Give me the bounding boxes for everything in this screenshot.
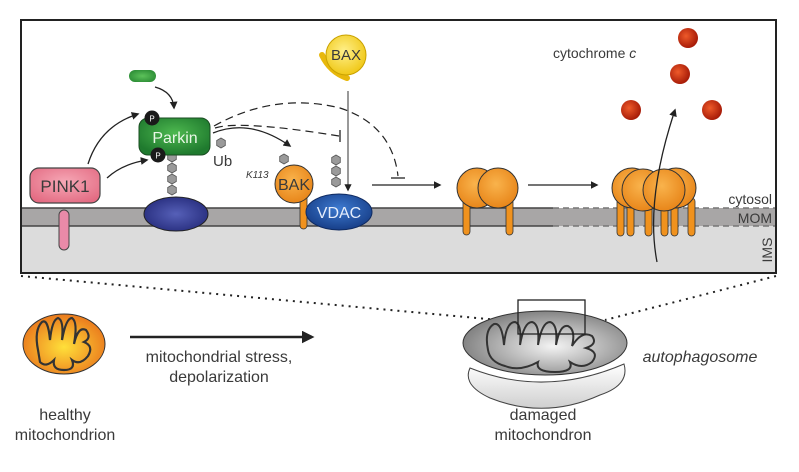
ub-label: Ub — [213, 153, 232, 170]
dashed-inhibition-parkin-vdac — [214, 124, 340, 137]
pink1-protein: PINK1 — [29, 167, 101, 251]
arrow-pink1-to-parkin-top — [87, 112, 140, 165]
arrow-cytochrome-release — [652, 108, 677, 263]
bax-label: BAX — [331, 47, 361, 64]
parkin-protein: Parkin P P — [138, 110, 211, 163]
bak-site-label: K113 — [246, 170, 269, 181]
process-label-line2: depolarization — [169, 369, 269, 386]
healthy-label-line2: mitochondrion — [15, 427, 116, 444]
mom-membrane — [21, 208, 553, 226]
pink1-label: PINK1 — [40, 177, 89, 196]
mom-label: MOM — [738, 210, 772, 226]
parkin-label: Parkin — [152, 130, 197, 147]
arrow-fragment-to-parkin — [154, 86, 178, 110]
arrow-parkin-to-bak — [212, 127, 292, 147]
damaged-label-line2: mitochondron — [495, 427, 592, 444]
healthy-mitochondrion — [22, 313, 106, 375]
phospho-site-2 — [150, 147, 166, 163]
healthy-label-line1: healthy — [39, 407, 91, 424]
svg-text:P: P — [149, 115, 154, 124]
damaged-label-line1: damaged — [510, 407, 577, 424]
cytochrome-c-label: cytochrome c — [553, 45, 636, 61]
ubiquitin-chain-receptor — [167, 151, 177, 196]
inset-region-box — [517, 299, 586, 335]
svg-text:P: P — [155, 152, 160, 161]
vdac-label: VDAC — [317, 205, 361, 222]
bak-dimer — [456, 167, 519, 236]
arrow-pink1-to-parkin-bottom — [106, 157, 149, 179]
bak-label: BAK — [278, 177, 310, 194]
zoom-line-right — [604, 275, 777, 321]
ims-label: IMS — [759, 238, 775, 263]
autophagosome-label: autophagosome — [643, 349, 758, 366]
dashed-inhibition-parkin-oligomer — [213, 102, 399, 177]
cytochrome-c-molecules — [621, 28, 722, 120]
mom-receptor — [143, 196, 209, 232]
bax-protein: BAX — [319, 34, 367, 81]
ubiquitin-ligase-fragment — [129, 70, 156, 82]
autophagosome — [467, 363, 626, 409]
bak-oligomer-pore — [611, 167, 697, 237]
vdac-protein: VDAC — [305, 154, 373, 231]
process-label-line1: mitochondrial stress, — [146, 349, 293, 366]
cytosol-label: cytosol — [728, 191, 772, 207]
zoom-line-left — [20, 275, 521, 323]
ubiquitin-icon — [216, 137, 226, 149]
phospho-site-1 — [144, 110, 160, 126]
damaged-mitochondrion — [462, 299, 628, 376]
bak-protein: BAK K113 — [246, 153, 314, 230]
